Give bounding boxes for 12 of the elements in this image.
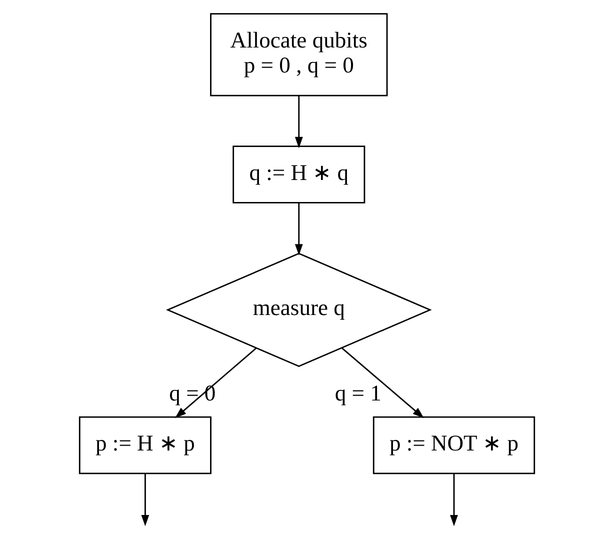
edge-label: q = 1 <box>334 380 382 406</box>
arrow <box>141 474 150 526</box>
arrow <box>294 96 303 148</box>
arrow <box>450 474 458 526</box>
node-diamond: measure q <box>166 252 432 368</box>
node-box: q := H ∗ q <box>232 146 366 204</box>
node-box: p := NOT ∗ p <box>372 416 536 474</box>
node-box: Allocate qubits p = 0 , q = 0 <box>210 13 388 96</box>
node-box: p := H ∗ p <box>78 416 212 474</box>
arrow <box>342 348 424 418</box>
arrow <box>294 202 303 256</box>
arrow <box>174 348 257 418</box>
